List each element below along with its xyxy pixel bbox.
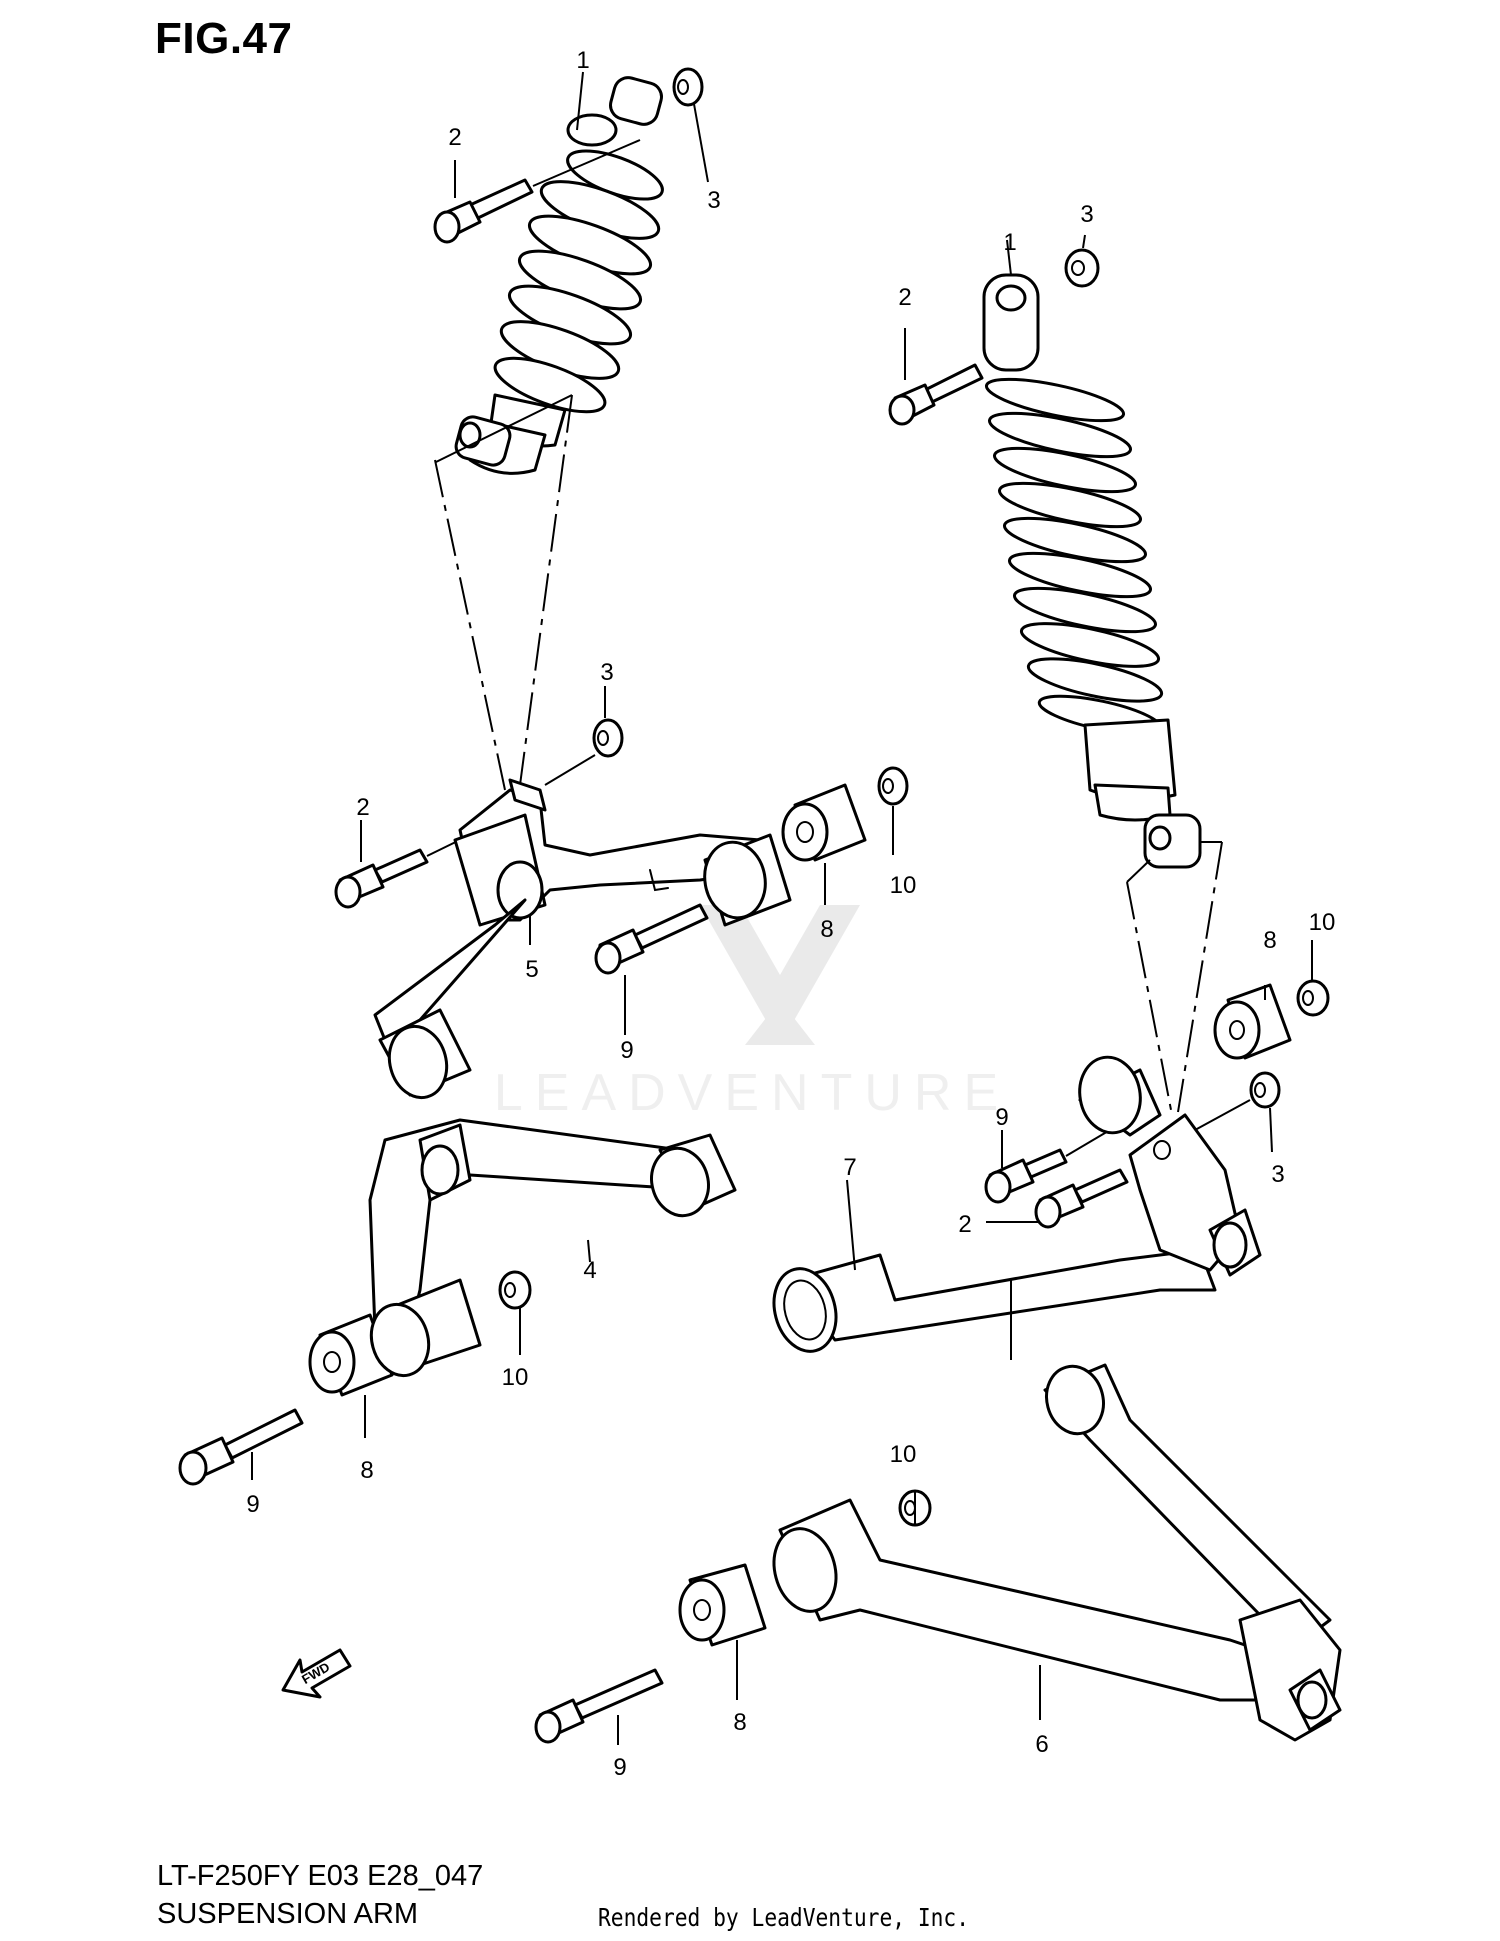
bolt-9-center xyxy=(594,903,709,975)
watermark-text: LEADVENTURE xyxy=(494,1064,1010,1122)
suspension-arm-5 xyxy=(373,778,792,1100)
bolt-9-right xyxy=(984,1148,1068,1204)
callout-7: 7 xyxy=(843,1154,856,1181)
callout-1: 1 xyxy=(1003,229,1016,256)
figure-title: FIG.47 xyxy=(155,14,293,63)
nut-3-b xyxy=(1064,248,1100,288)
callout-10: 10 xyxy=(890,872,917,899)
callout-10: 10 xyxy=(1309,909,1336,936)
callout-3: 3 xyxy=(707,187,720,214)
nut-3-d xyxy=(1249,1071,1281,1109)
nut-10-c xyxy=(498,1270,532,1310)
shock-absorber-right xyxy=(982,273,1223,1116)
callout-9: 9 xyxy=(995,1104,1008,1131)
callout-4: 4 xyxy=(583,1257,596,1284)
callout-3: 3 xyxy=(1080,201,1093,228)
callout-8: 8 xyxy=(733,1709,746,1736)
callout-3: 3 xyxy=(1271,1161,1284,1188)
callout-numbers: 1 2 3 1 3 2 3 2 10 8 5 9 8 10 9 7 3 2 4 … xyxy=(246,47,1335,1781)
callout-3: 3 xyxy=(600,659,613,686)
callout-8: 8 xyxy=(360,1457,373,1484)
bolt-9-left-low xyxy=(178,1408,304,1486)
callout-8: 8 xyxy=(820,916,833,943)
bushing-8-c xyxy=(308,1313,394,1397)
callout-2: 2 xyxy=(898,284,911,311)
bolt-2-right-mid xyxy=(1034,1168,1129,1229)
nut-3-a xyxy=(672,67,704,107)
leader-lines xyxy=(251,71,1313,1745)
bolt-2-right-top xyxy=(888,363,984,426)
fwd-arrow-icon: FWD xyxy=(281,1648,352,1699)
callout-6: 6 xyxy=(1035,1731,1048,1758)
shock-absorber-left xyxy=(434,76,664,791)
callout-2: 2 xyxy=(356,794,369,821)
callout-10: 10 xyxy=(890,1441,917,1468)
section-name: SUSPENSION ARM xyxy=(157,1898,419,1930)
callout-9: 9 xyxy=(620,1037,633,1064)
rendered-by-credit: Rendered by LeadVenture, Inc. xyxy=(598,1903,970,1932)
callout-9: 9 xyxy=(246,1491,259,1518)
callout-8: 8 xyxy=(1263,927,1276,954)
callout-10: 10 xyxy=(502,1364,529,1391)
bushing-8-b xyxy=(1213,983,1292,1060)
nut-10-b xyxy=(1296,979,1330,1017)
model-code: LT-F250FY E03 E28_047 xyxy=(157,1860,484,1892)
bolt-2-left-top xyxy=(433,178,534,244)
suspension-arm-6 xyxy=(772,1363,1342,1742)
callout-1: 1 xyxy=(576,47,589,74)
suspension-arm-7 xyxy=(772,1055,1262,1353)
watermark: LEADVENTURE xyxy=(494,905,1010,1122)
bolt-2-left-mid xyxy=(334,848,429,909)
suspension-arm-4 xyxy=(368,1118,737,1378)
bushing-8-d xyxy=(678,1563,767,1647)
bushing-8-a xyxy=(781,783,867,862)
callout-2: 2 xyxy=(448,124,461,151)
nut-3-c xyxy=(592,718,624,758)
callout-5: 5 xyxy=(525,956,538,983)
nut-10-a xyxy=(877,766,909,806)
callout-2: 2 xyxy=(958,1211,971,1238)
bolt-9-bottom xyxy=(534,1668,664,1744)
callout-9: 9 xyxy=(613,1754,626,1781)
